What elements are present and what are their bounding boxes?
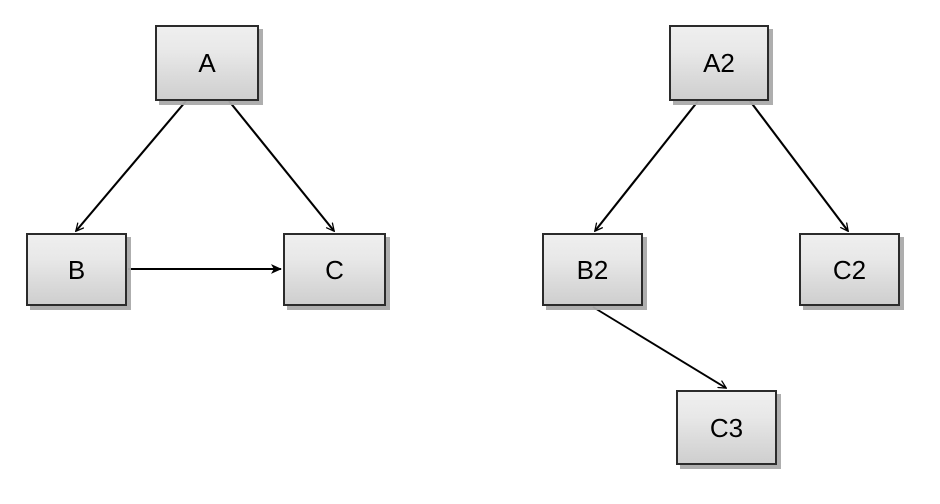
- node-b2[interactable]: B2: [542, 233, 643, 306]
- edge-a-to-c: [228, 100, 334, 231]
- node-b[interactable]: B: [26, 233, 127, 306]
- edge-b2-to-c3: [592, 306, 726, 388]
- node-c2-label: C2: [832, 254, 867, 285]
- node-c[interactable]: C: [283, 233, 386, 306]
- node-a[interactable]: A: [155, 25, 259, 101]
- node-b2-label: B2: [576, 254, 609, 285]
- node-c3[interactable]: C3: [676, 390, 777, 465]
- node-a-label: A: [198, 48, 216, 78]
- edge-a2-to-b2: [595, 100, 699, 231]
- node-c2[interactable]: C2: [799, 233, 900, 306]
- edge-a-to-b: [76, 100, 187, 231]
- node-b-label: B: [67, 254, 86, 285]
- node-c3-label: C3: [709, 412, 744, 443]
- node-a2[interactable]: A2: [669, 25, 769, 101]
- node-a2-label: A2: [703, 48, 735, 78]
- node-c-label: C: [325, 254, 344, 285]
- edge-a2-to-c2: [749, 100, 848, 231]
